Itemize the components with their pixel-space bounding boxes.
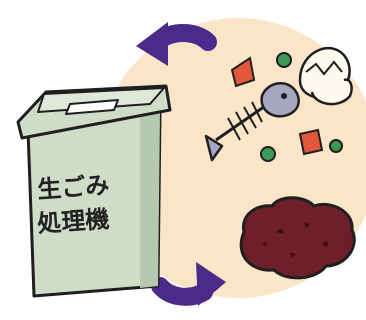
garbage-processor-bin: 生ごみ 処理機 — [18, 86, 170, 296]
carrot-piece-icon — [300, 130, 322, 154]
compost-pile-icon — [241, 198, 354, 278]
bin-label-line2: 処理機 — [36, 205, 110, 238]
pea-icon — [330, 140, 342, 152]
bin-label-line1: 生ごみ — [36, 171, 110, 204]
pea-icon — [277, 53, 291, 67]
pea-icon — [261, 147, 275, 161]
